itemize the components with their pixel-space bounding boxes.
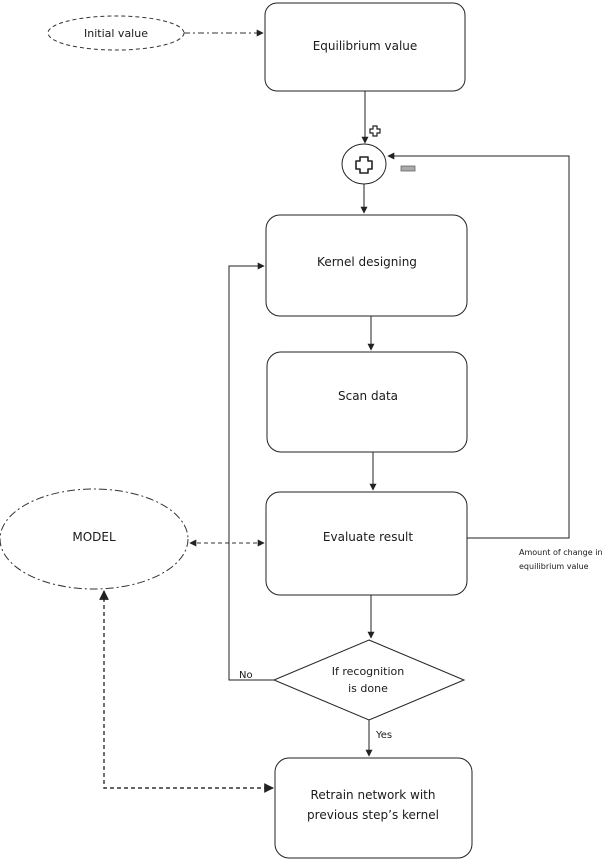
evaluate-result-box (265, 491, 468, 596)
evaluate-result-label: Evaluate result (323, 530, 413, 544)
initial-value-label: Initial value (84, 27, 148, 40)
scan-data-box (266, 351, 468, 453)
minus-sign-icon (400, 165, 416, 172)
no-label: No (239, 670, 253, 681)
model-retrain-arrow (99, 590, 274, 793)
plus-sign-icon (369, 125, 381, 137)
scan-data-label: Scan data (338, 389, 398, 403)
decision-label-line2: is done (348, 682, 388, 695)
feedback-arrow (387, 152, 570, 539)
model-ellipse (0, 488, 189, 590)
feedback-label-line2: equilibrium value (519, 562, 589, 571)
kernel-designing-label: Kernel designing (317, 255, 417, 269)
model-label: MODEL (72, 530, 116, 544)
retrain-box (274, 757, 473, 859)
retrain-label-line1: Retrain network with (311, 788, 436, 802)
yes-label: Yes (375, 730, 392, 741)
decision-label-line1: If recognition (332, 665, 405, 678)
feedback-label-line1: Amount of change in (519, 548, 603, 557)
kernel-designing-box (265, 214, 468, 317)
no-arrow (228, 262, 274, 681)
retrain-label-line2: previous step’s kernel (307, 808, 439, 822)
junction-plus-icon (355, 156, 373, 174)
equilibrium-value-label: Equilibrium value (313, 39, 418, 53)
decision-diamond (272, 639, 466, 721)
